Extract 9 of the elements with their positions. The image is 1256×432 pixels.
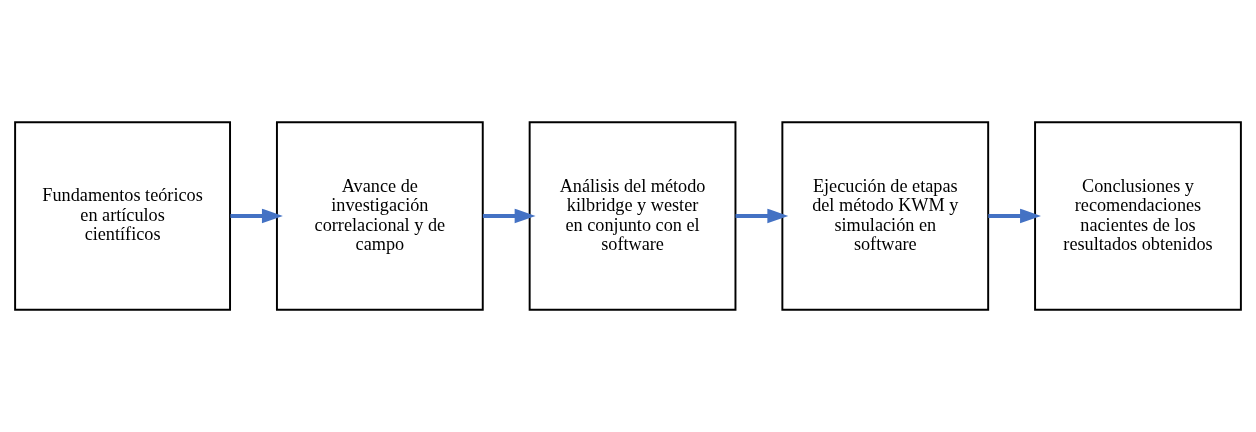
node-box: Conclusiones y recomendaciones nacientes de los resultados obtenidos	[1034, 121, 1242, 311]
arrow	[988, 208, 1041, 224]
node-box: Análisis del método kilbridge y wester en conjunto con el software	[528, 121, 737, 311]
node-box: Ejecución de etapas del método KWM y simulación en software	[781, 121, 990, 311]
node-box: Fundamentos teóricos en artículos científicos	[14, 121, 232, 311]
node-box: Avance de investigación correlacional y de campo	[275, 121, 484, 311]
arrow	[230, 208, 283, 224]
arrow	[482, 208, 536, 224]
arrow	[735, 208, 789, 224]
